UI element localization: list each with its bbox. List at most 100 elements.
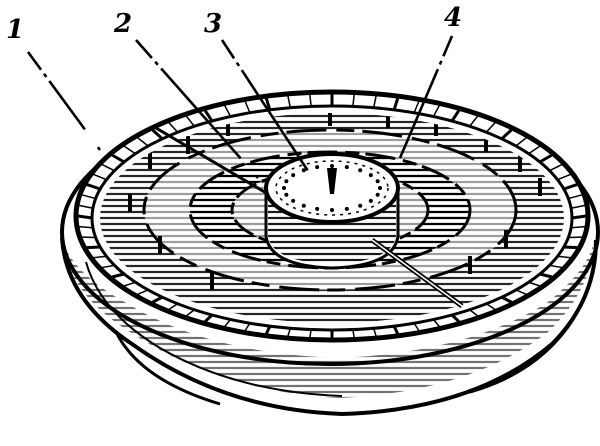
rim-tick <box>413 322 420 332</box>
dial-mark <box>301 168 306 173</box>
dial-mark <box>284 192 289 197</box>
dial-mark <box>375 192 380 197</box>
rim-tick <box>86 245 101 250</box>
rim-tick <box>557 173 571 181</box>
dial-mark <box>330 208 334 212</box>
rim-tick <box>515 289 527 296</box>
rim-tick <box>309 94 312 107</box>
dial-mark <box>378 186 382 190</box>
rim-tick <box>203 313 214 323</box>
rim-tick <box>168 303 179 311</box>
rim-tick <box>515 136 528 147</box>
dial-mark <box>301 203 306 208</box>
rim-tick <box>568 194 583 200</box>
rim-tick <box>309 329 312 338</box>
rim-tick <box>77 214 93 220</box>
callout-leaders <box>26 35 454 179</box>
rim-tick <box>123 281 136 287</box>
callout-leader-1 <box>26 51 102 151</box>
rim-tick <box>528 145 541 155</box>
dial-mark <box>368 173 373 178</box>
rim-tick <box>111 272 125 279</box>
rim-tick <box>136 136 149 147</box>
rim-tick <box>571 225 586 229</box>
dial-mark <box>315 206 320 211</box>
dial-mark <box>282 186 286 190</box>
rim-tick <box>563 183 578 191</box>
dial-mark <box>358 168 363 173</box>
callout-label-4: 4 <box>444 3 462 33</box>
rim-tick <box>469 115 479 127</box>
rim-tick <box>372 328 377 337</box>
sprout-stub <box>210 272 214 290</box>
rim-tick <box>392 97 400 111</box>
rim-tick <box>93 255 107 259</box>
rim-tick <box>539 153 553 164</box>
rim-tick <box>549 264 563 269</box>
rim-tick <box>264 325 272 335</box>
rim-tick <box>413 101 420 114</box>
sprout-stub <box>484 134 488 152</box>
rim-tick <box>287 95 292 108</box>
rim-tick <box>223 105 232 117</box>
sprout-stub <box>504 230 508 248</box>
sprout-stub <box>328 113 332 126</box>
callout-leader-2 <box>135 39 259 179</box>
rim-tick <box>450 109 461 122</box>
rim-tick <box>563 245 578 250</box>
hub-dial-marks <box>282 164 382 212</box>
dial-mark <box>368 198 373 203</box>
dial-mark <box>375 179 380 184</box>
rim-tick <box>81 194 96 200</box>
rim-tick <box>539 272 553 279</box>
dial-mark <box>344 165 349 170</box>
rim-tick <box>244 322 251 332</box>
rim-tick <box>244 101 251 114</box>
callout-leader-4 <box>398 35 454 159</box>
dial-mark <box>330 164 334 168</box>
rim-tick <box>185 309 195 317</box>
rim-tick <box>93 173 107 181</box>
sprout-stub <box>386 113 390 128</box>
dial-mark <box>291 173 296 178</box>
rim-tick <box>549 163 563 172</box>
dial-mark <box>284 179 289 184</box>
sprout-stub <box>518 154 522 172</box>
rim-tick <box>571 214 587 220</box>
rim-tick <box>78 225 93 229</box>
sprout-stub <box>128 194 132 212</box>
callout-label-1: 1 <box>6 15 24 45</box>
dial-mark <box>344 206 349 211</box>
spindle-rod <box>155 126 464 309</box>
rim-tick <box>151 295 163 304</box>
rim-tick <box>372 95 377 108</box>
rim-tick <box>168 122 179 133</box>
callout-label-3: 3 <box>204 9 222 39</box>
rim-tick <box>151 128 164 140</box>
sprout-stub <box>186 136 190 154</box>
sprout-stub <box>468 256 472 274</box>
rim-tick <box>352 94 355 107</box>
sprout-stub <box>538 178 542 196</box>
callout-labels: 1 2 3 4 <box>6 3 462 45</box>
rim-tick <box>78 204 94 209</box>
hub-pointer <box>327 168 337 194</box>
rim-tick <box>570 204 586 209</box>
rim-tick <box>500 128 513 140</box>
rim-tick <box>557 255 571 259</box>
rim-tick <box>111 153 125 164</box>
rim-tick <box>432 319 440 328</box>
rim-tick <box>392 325 400 335</box>
rim-tick <box>450 313 461 323</box>
rim-tick <box>432 105 441 117</box>
rim-tick <box>469 309 479 317</box>
rim-tick <box>101 163 115 172</box>
rim-tick <box>264 97 272 111</box>
rim-tick <box>352 329 355 338</box>
sprout-stubs <box>128 113 542 290</box>
rim-tick <box>287 328 292 337</box>
callout-leader-3 <box>220 39 312 175</box>
sprout-stub <box>226 118 230 136</box>
tray-rim-ticks <box>77 94 587 338</box>
rim-tick <box>501 295 513 304</box>
